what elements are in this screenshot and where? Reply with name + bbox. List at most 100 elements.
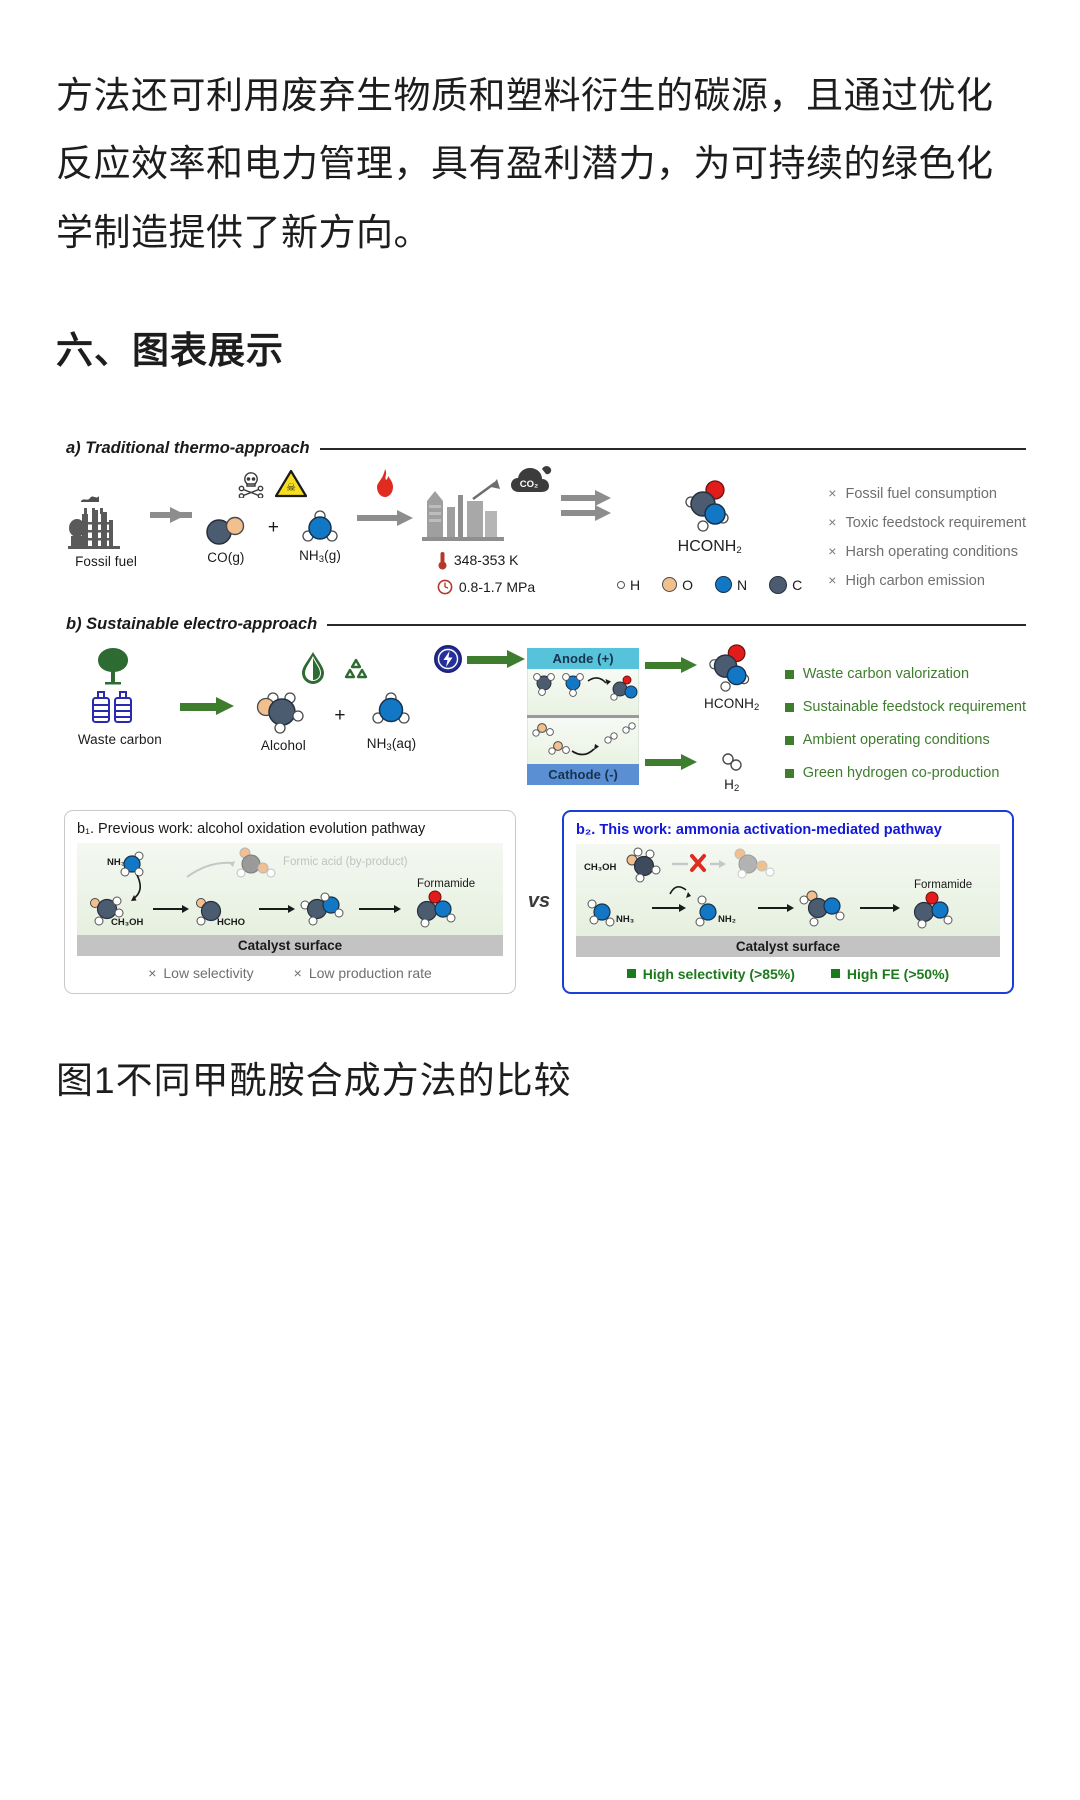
factory-icon [68,486,144,550]
arrow-to-hydrogen [644,753,697,770]
atom-dot-n [715,576,733,593]
panel-b2: b₂. This work: ammonia activation-mediat… [562,809,1014,994]
anode-label: Anode (+) [527,647,639,669]
panel-a-bullets: ×Fossil fuel consumption ×Toxic feedstoc… [828,480,1026,589]
group-feedstock: ☠ CO(g) + [192,464,353,565]
bullet-item: Ambient operating conditions [784,731,1026,748]
footer-item: × Low selectivity [148,965,253,981]
node-fossil-fuel: Fossil fuel [68,486,144,569]
node-caption: Alcohol [260,737,306,753]
feedstock-b-molecules: Alcohol + NH3(aq) [242,686,427,753]
group-products-b: HCONH2 H2 [701,643,763,794]
cross-marker: × [148,964,157,981]
bullet-item: ×High carbon emission [828,573,1026,589]
square-marker [784,735,794,745]
footer-item: × Low production rate [294,965,432,981]
panel-b-rule [327,624,1026,626]
legend-item-c: C [769,575,802,594]
cross-marker: × [293,964,302,981]
bullet-text: Ambient operating conditions [802,731,990,748]
arrow-forward-2 [561,504,612,521]
condition-pressure: 0.8-1.7 MPa [437,579,535,595]
bullet-text: Sustainable feedstock requirement [802,698,1026,715]
co-molecule-icon [197,504,255,546]
reaction-conditions: 348-353 K 0.8-1.7 MPa [437,551,535,595]
anode-chamber [527,668,639,715]
panel-b1-footers: × Low selectivity × Low production rate [77,956,503,981]
panel-b-label: b) Sustainable electro-approach [66,614,318,633]
bullet-item: ×Toxic feedstock requirement [828,515,1026,531]
panel-b1-title: b₁. Previous work: alcohol oxidation evo… [77,820,426,837]
group-product-a: HCONH2 H O N C [617,478,802,594]
sustainable-source-icons [299,644,371,684]
node-nh3-aq: NH3(aq) [355,686,427,753]
section-heading: 六、图表展示 [56,330,284,372]
square-marker [784,702,794,712]
node-formamide-product: HCONH2 [701,643,763,713]
figure-container: a) Traditional thermo-approach [56,438,1026,994]
bullet-text: Harsh operating conditions [845,543,1018,560]
panel-b-bullets: Waste carbon valorization Sustainable fe… [784,660,1026,781]
bullet-text: Toxic feedstock requirement [845,514,1026,531]
figure-1: a) Traditional thermo-approach [58,438,1026,994]
panel-b2-surface-label: Catalyst surface [576,935,1000,957]
hazard-icons: ☠ [237,464,308,498]
nh3-aq-molecule-icon [361,686,421,732]
cross-marker: × [828,484,837,501]
group-feedstock-b: Alcohol + NH3(aq) [242,644,427,753]
arrow-forward [561,489,612,506]
formamide-molecule-icon [677,478,743,532]
svg-text:Formamide: Formamide [417,878,475,890]
node-caption: NH3(aq) [366,735,417,753]
footer-text: Low production rate [308,964,432,981]
arrow-fossil-to-gas [150,507,192,523]
membrane-divider [527,714,639,718]
svg-text:Formic acid (by-product): Formic acid (by-product) [283,856,408,868]
svg-text:CO₂: CO₂ [520,479,538,490]
node-caption: HCONH2 [677,537,742,556]
legend-item-h: H [617,577,640,593]
svg-text:HCHO: HCHO [217,917,245,928]
bullet-text: Green hydrogen co-production [802,764,1000,781]
footer-text: High selectivity (>85%) [642,965,795,982]
footer-text: Low selectivity [163,964,254,981]
atom-dot-c [769,575,788,594]
node-alcohol: Alcohol [242,688,324,753]
node-nh3: NH3(g) [287,502,353,565]
panel-b1-stage: NH₃ Formic acid (b [77,842,503,935]
formamide-molecule-icon [701,643,763,692]
node-waste-carbon: Waste carbon [68,644,172,747]
legend-item-o: O [662,577,693,593]
condition-temperature: 348-353 K [437,551,535,570]
bullet-text: High carbon emission [845,572,985,589]
svg-text:CH₃OH: CH₃OH [111,917,144,928]
panel-a-flow: Fossil fuel [58,458,1026,595]
svg-text:CH₃OH: CH₃OH [584,862,617,873]
panel-b1-surface-label: Catalyst surface [77,934,503,956]
panel-b1-label: b₁. [77,820,94,837]
node-caption: Waste carbon [77,731,162,747]
plant-and-emission: CO₂ [417,464,555,545]
square-marker [626,969,636,978]
footer-item: High selectivity (>85%) [626,965,795,982]
nh3-molecule-icon [291,502,349,544]
node-co: CO(g) [192,504,260,565]
bullet-item: Waste carbon valorization [784,666,1026,682]
equilibrium-arrows [561,489,612,521]
bullet-item: ×Fossil fuel consumption [828,486,1026,502]
panel-a-label: a) Traditional thermo-approach [66,438,310,457]
footer-text: High FE (>50%) [846,965,950,982]
electrolysis-cell: Anode (+) [527,647,639,785]
panel-a-rule [319,448,1026,450]
node-caption: Fossil fuel [75,553,137,569]
tree-and-bottles-icon [83,644,157,728]
svg-text:☠: ☠ [287,482,297,494]
square-marker [784,768,794,778]
cathode-label: Cathode (-) [527,763,639,785]
figure-caption: 图1不同甲酰胺合成方法的比较 [56,1059,572,1101]
group-power [433,644,526,674]
node-caption: CO(g) [207,549,245,565]
chemical-plant-icon [417,473,513,545]
cross-marker: × [828,542,837,559]
atom-dot-o [662,577,678,592]
